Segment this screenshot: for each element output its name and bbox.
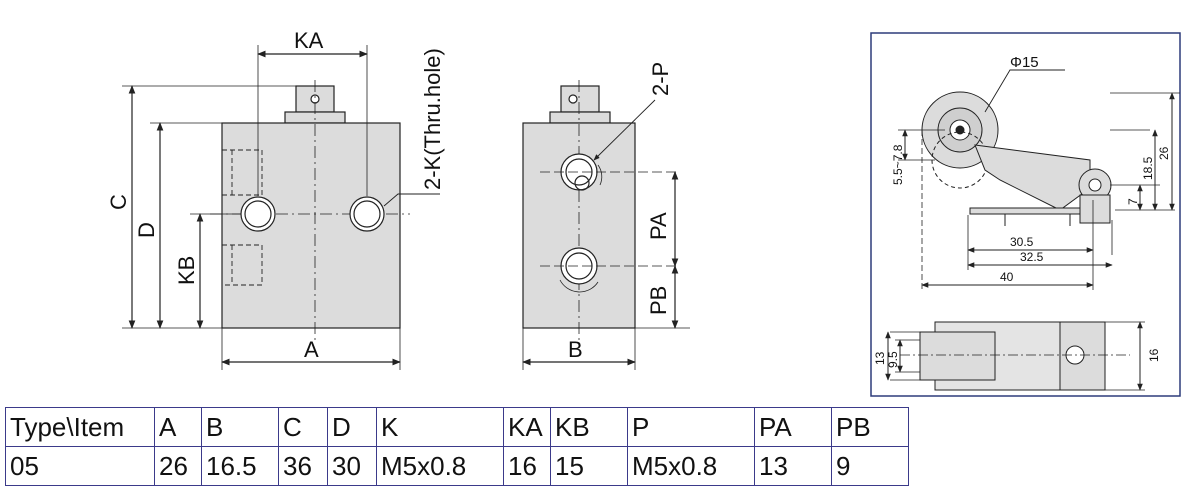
side-plunger: [560, 85, 600, 113]
label-PB: PB: [646, 286, 671, 315]
label-K-thru-hole: 2-K(Thru.hole): [420, 48, 445, 190]
label-16: 16: [1147, 348, 1161, 362]
label-40: 40: [1000, 270, 1014, 284]
column-header: PB: [831, 407, 909, 447]
column-header: B: [201, 407, 279, 447]
front-view: [122, 45, 440, 370]
table-cell: 16.5: [201, 446, 279, 486]
label-KA: KA: [294, 28, 324, 53]
table-cell: 16: [503, 446, 551, 486]
label-range: 5.5~7.8: [891, 144, 905, 185]
label-A: A: [304, 337, 319, 362]
table-cell: 13: [754, 446, 832, 486]
label-phi15: Φ15: [1010, 54, 1039, 71]
label-PA: PA: [646, 212, 671, 240]
label-18-5: 18.5: [1141, 156, 1155, 180]
thru-hole-right: [349, 196, 385, 232]
table-cell: M5x0.8: [376, 446, 504, 486]
column-header: A: [154, 407, 202, 447]
label-7: 7: [1126, 198, 1140, 205]
column-header: K: [376, 407, 504, 447]
column-header: KA: [503, 407, 551, 447]
side-view: [522, 80, 690, 370]
table-cell: 26: [154, 446, 202, 486]
label-KB: KB: [174, 256, 199, 285]
table-cell: 9: [831, 446, 909, 486]
thru-hole-left: [240, 196, 276, 232]
roller-lever-detail: Φ15 5.5~7.8 26 18.5 7 30.5 32.5 40 13 9.…: [870, 32, 1181, 397]
label-D: D: [134, 222, 159, 238]
label-26: 26: [1157, 146, 1171, 160]
label-B: B: [568, 337, 583, 362]
label-13: 13: [873, 351, 887, 365]
column-header: KB: [550, 407, 628, 447]
column-header: P: [627, 407, 755, 447]
table-cell: M5x0.8: [627, 446, 755, 486]
label-30-5: 30.5: [1010, 235, 1034, 249]
table-cell: 36: [278, 446, 328, 486]
table-cell: 05: [5, 446, 155, 486]
table-cell: 30: [327, 446, 377, 486]
column-header: PA: [754, 407, 832, 447]
label-2-P: 2-P: [648, 62, 673, 96]
label-32-5: 32.5: [1020, 250, 1044, 264]
column-header: Type\Item: [5, 407, 155, 447]
label-C: C: [106, 194, 131, 210]
label-9-5: 9.5: [886, 351, 900, 368]
table-cell: 15: [550, 446, 628, 486]
column-header: C: [278, 407, 328, 447]
column-header: D: [327, 407, 377, 447]
